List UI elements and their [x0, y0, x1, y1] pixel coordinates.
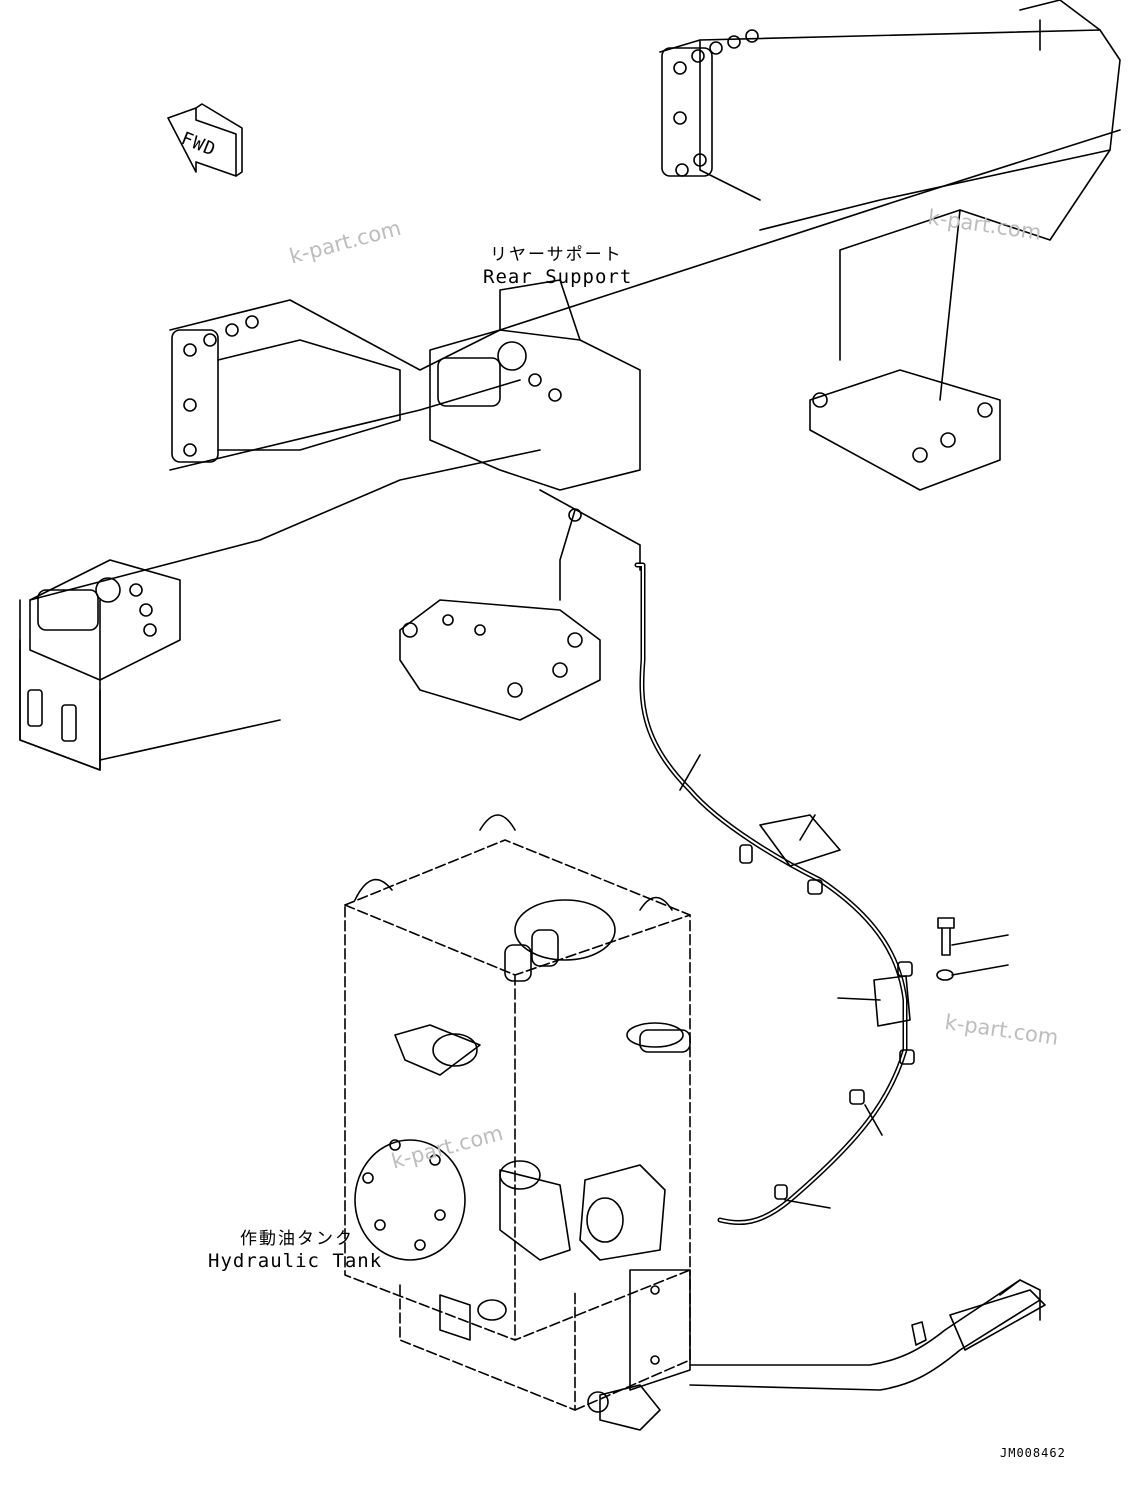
hydraulic-tank [344, 839, 691, 1411]
fwd-arrow-icon [167, 103, 243, 177]
hydraulic-tank-details [354, 814, 1046, 1431]
rear-support-frame [19, 0, 1121, 771]
drawing-code: JM008462 [1000, 1446, 1066, 1460]
hose-assembly [634, 562, 1009, 1226]
rear-support-label-en: Rear Support [483, 266, 633, 288]
rear-support-label-jp: リヤーサポート [490, 245, 623, 265]
hydraulic-tank-label-en: Hydraulic Tank [208, 1250, 383, 1272]
hydraulic-tank-label-jp: 作動油タンク [240, 1229, 354, 1249]
